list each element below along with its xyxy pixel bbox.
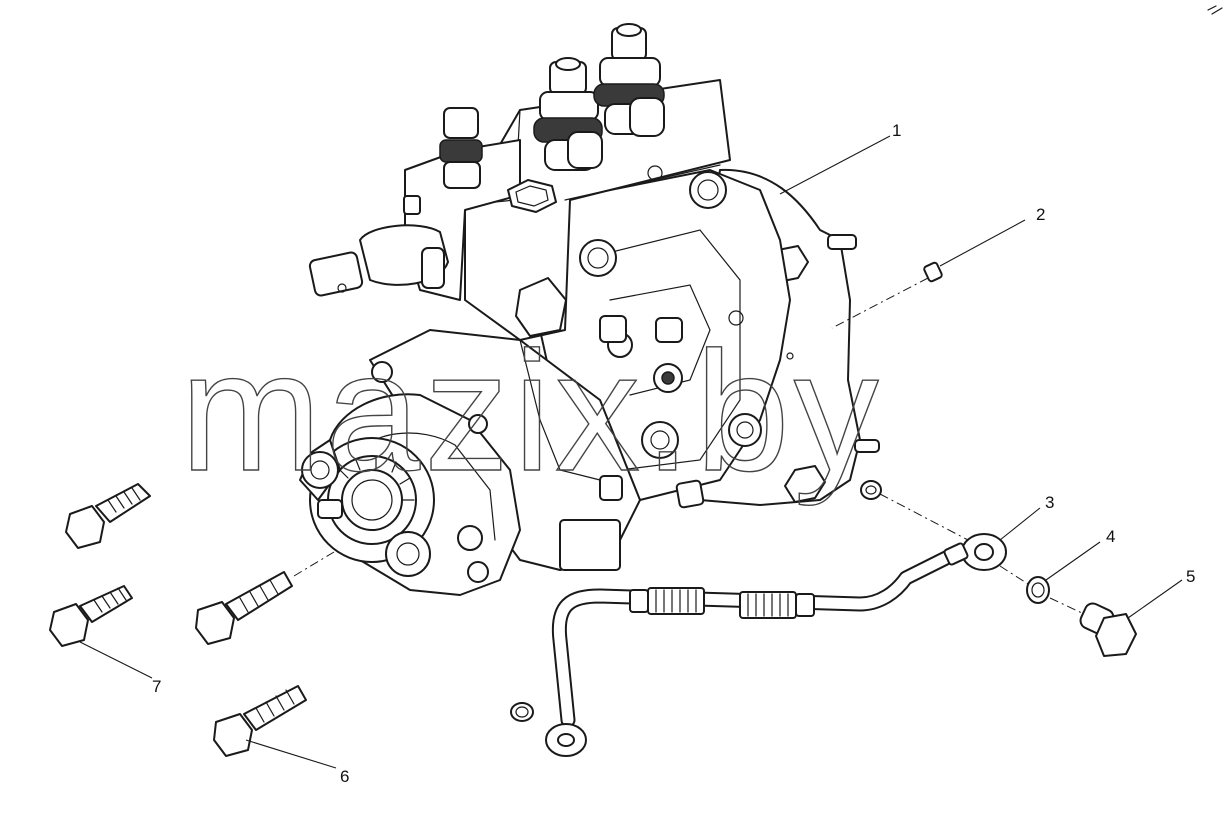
centerline-5: [1049, 597, 1085, 615]
housing-boss-top: [689, 171, 727, 209]
line-ferrule-1: [629, 589, 649, 613]
drive-hub: [299, 437, 435, 577]
leader-6: [245, 739, 337, 769]
leader-5: [1127, 579, 1183, 619]
line-ferrule-2: [795, 593, 815, 617]
centerline-2: [831, 277, 929, 329]
upper-sealing-washer: [860, 480, 882, 500]
lower-body-edge: [519, 339, 601, 481]
left-fitting-body: [443, 161, 481, 189]
part-2-set-screw: [831, 219, 1026, 329]
leader-4: [1045, 541, 1101, 581]
housing-plug-socket: [661, 371, 675, 385]
housing-contour: [579, 229, 741, 471]
part-7-bolt: [49, 585, 153, 679]
flange-dowel-pin: [827, 234, 857, 250]
hex-plug-inner: [515, 185, 549, 207]
left-fitting-nut: [439, 139, 483, 163]
housing-small-hole: [728, 310, 744, 326]
inlet-elbow: [515, 277, 567, 337]
housing-bolt-3: [599, 315, 627, 343]
cover-screw-1: [457, 525, 483, 551]
callout-7: 7: [152, 677, 161, 696]
banjo-neck-upper: [943, 542, 969, 566]
lower-sealing-washer: [510, 702, 534, 722]
outlet-side-cap-2: [567, 131, 603, 169]
callout-1: 1: [892, 121, 901, 140]
callout-2: 2: [1036, 205, 1045, 224]
banjo-hole-lower: [557, 733, 575, 747]
housing-bolt-1: [675, 479, 705, 509]
pump-assembly: [299, 23, 880, 596]
outlet-side-cap: [629, 97, 665, 137]
housing-boss-bottom-hole: [650, 430, 670, 450]
flange-dowel-pin-lower: [854, 439, 880, 453]
callout-5: 5: [1186, 567, 1195, 586]
cover-screw-3: [371, 361, 393, 383]
housing-boss-left: [579, 239, 617, 277]
leader-3: [999, 507, 1041, 541]
part-5-banjo-bolt: [1049, 579, 1183, 657]
callout-6: 6: [340, 767, 349, 786]
centerline-bolt-middle: [293, 551, 335, 577]
lower-sealing-washer-hole: [515, 706, 529, 718]
flange-bolt-bottom: [784, 465, 826, 503]
hex-plug: [507, 179, 557, 213]
bolt-middle: [195, 551, 335, 645]
housing-boss-left-hole: [587, 247, 609, 269]
flange-small-hole: [786, 352, 794, 360]
centerline-4: [999, 565, 1029, 585]
upper-sealing-washer-hole: [865, 485, 877, 495]
part-4-sealing-washer: [999, 541, 1101, 604]
housing-bolt-2: [599, 475, 623, 501]
housing-bolt-4: [655, 317, 683, 343]
leader-1: [779, 135, 891, 195]
housing-boss-hole: [697, 179, 719, 201]
centerline-3: [879, 493, 969, 541]
bolt-upper-left: [65, 483, 151, 549]
part-6-bolt: [213, 685, 337, 769]
sleeve-2-knurl: [747, 593, 789, 617]
metering-valve: [308, 195, 449, 297]
leader-7: [79, 641, 153, 679]
part-3-fuel-line: [510, 480, 1041, 757]
callout-3: 3: [1045, 493, 1054, 512]
leader-2: [939, 219, 1026, 267]
left-fitting-cap: [443, 107, 479, 139]
watermark-text: mazix.by: [180, 317, 883, 507]
housing-boss-right: [728, 413, 762, 447]
callout-4: 4: [1106, 527, 1115, 546]
corner-mark: [1207, 5, 1223, 15]
lower-body-foot: [559, 519, 621, 571]
cover-screw-4: [468, 414, 488, 434]
housing-boss-right-hole: [736, 421, 754, 439]
sleeve-1-knurl: [655, 589, 697, 613]
banjo-hole-upper: [974, 543, 994, 561]
manifold-port: [647, 165, 663, 181]
cover-screw-2: [467, 561, 489, 583]
housing-boss-bottom: [641, 421, 679, 459]
manifold-edge-2: [564, 164, 721, 201]
